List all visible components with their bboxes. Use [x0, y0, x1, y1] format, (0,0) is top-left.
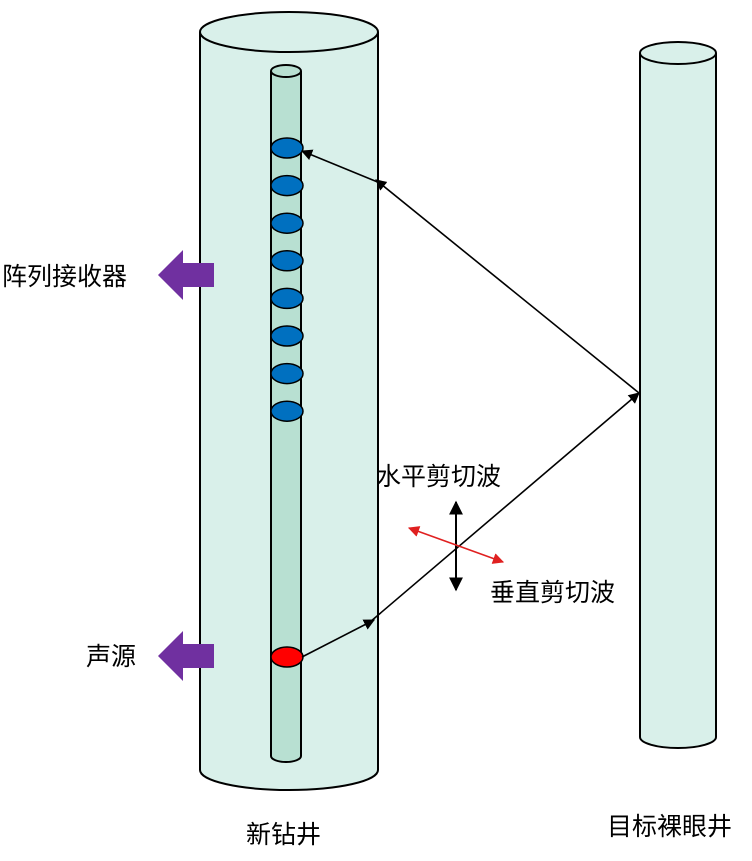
receiver-3 [270, 212, 304, 234]
wave-ray-path [300, 149, 640, 658]
ray-segment-mid-to-target [369, 392, 640, 623]
ray-segment-source-to-mid [301, 619, 375, 658]
vertical-shear-arrow [407, 526, 505, 564]
new-well-label: 新钻井 [246, 820, 322, 849]
receiver-pointer-arrow [158, 250, 214, 300]
target-well-cylinder [639, 41, 717, 749]
horizontal-shear-wave-label: 水平剪切波 [376, 462, 502, 491]
receiver-8 [270, 400, 304, 422]
vertical-shear-wave-label: 垂直剪切波 [490, 578, 616, 607]
sound-source-marker [270, 646, 304, 668]
target-well-top [639, 41, 717, 65]
target-well-label: 目标裸眼井 [607, 812, 733, 841]
receiver-1 [270, 137, 304, 159]
ray-segment-target-to-mid [375, 179, 640, 394]
source-pointer-arrow [158, 631, 214, 681]
receiver-2 [270, 174, 304, 197]
sound-source-label: 声源 [86, 642, 137, 671]
receiver-5 [270, 287, 304, 310]
receiver-4 [270, 250, 304, 272]
receiver-7 [270, 362, 304, 385]
receiver-6 [270, 325, 304, 347]
array-receiver-label: 阵列接收器 [2, 262, 128, 291]
new-well-top [199, 11, 379, 53]
ray-segment-mid-to-receiver [300, 149, 381, 184]
tool-top [270, 64, 302, 78]
target-well-body [639, 53, 717, 749]
array-receivers [270, 137, 304, 422]
